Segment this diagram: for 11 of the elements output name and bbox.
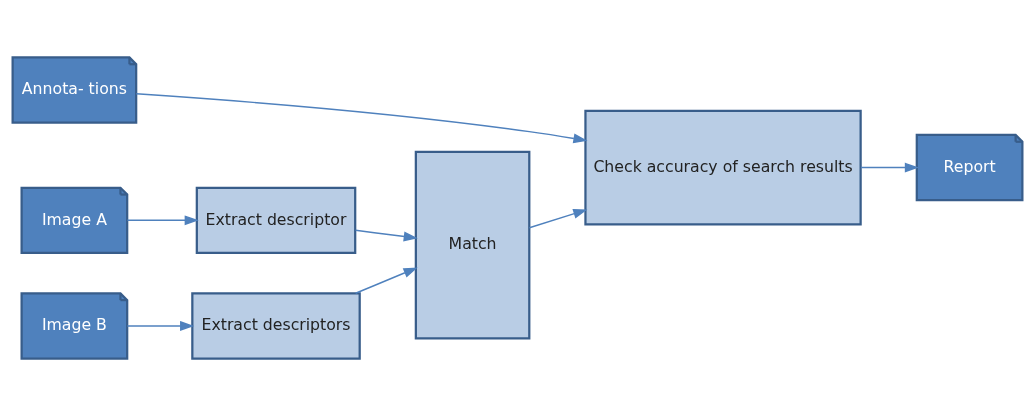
node-box: Match (414, 150, 531, 339)
arrow (528, 208, 588, 228)
arrow (126, 320, 195, 331)
node-box: Extract descriptors (191, 291, 361, 360)
arrow (860, 162, 919, 173)
node-box: Extract descriptor (195, 186, 357, 254)
arrow (135, 92, 588, 143)
arrow (354, 229, 418, 241)
arrow (354, 266, 418, 294)
node-box: Check accuracy of search results (584, 109, 862, 225)
arrow (126, 214, 199, 225)
